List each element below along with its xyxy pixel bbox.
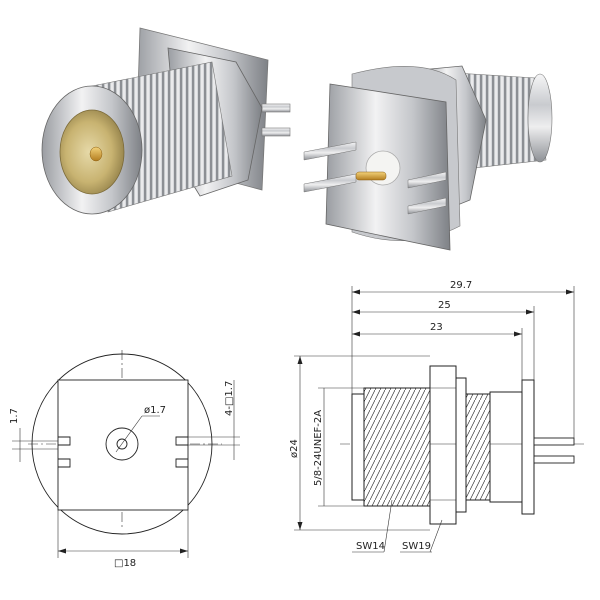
side-view-drawing: 29.7 25 23 ø24 5/8-24UNEF-2A SW14 SW19 bbox=[289, 280, 586, 553]
front-hole-leader bbox=[115, 415, 143, 453]
front-photo-pin-lower bbox=[261, 127, 291, 137]
dim-diameter-arrow-bot bbox=[297, 522, 303, 530]
dim-total-arrow-left bbox=[352, 289, 360, 295]
front-slot-left bbox=[58, 436, 71, 468]
rear-photo-barrel-end bbox=[527, 73, 553, 163]
dim-flange-label: □18 bbox=[114, 558, 136, 569]
front-photo-pin-upper bbox=[261, 103, 291, 113]
side-body bbox=[489, 391, 523, 503]
side-hex-nut bbox=[429, 365, 457, 525]
sw19-label: SW19 bbox=[402, 541, 431, 552]
dim-25-arrow-right bbox=[526, 309, 534, 315]
side-flange-plate bbox=[521, 379, 535, 515]
dim-23-arrow-right bbox=[514, 331, 522, 337]
side-washer bbox=[455, 377, 467, 513]
rear-photo-gold-pin bbox=[355, 171, 387, 181]
sw14-leader bbox=[383, 499, 393, 553]
side-pin-lower bbox=[533, 455, 575, 464]
side-pin-upper bbox=[533, 437, 575, 446]
dim-diameter-arrow-top bbox=[297, 356, 303, 364]
dim-diameter-label: ø24 bbox=[289, 439, 300, 458]
dim-23-arrow-left bbox=[352, 331, 360, 337]
front-contact-hole bbox=[116, 438, 128, 450]
dim-slots-label: 4-□1.7 bbox=[224, 381, 235, 416]
dim-thread-label: 5/8-24UNEF-2A bbox=[313, 410, 324, 486]
side-threaded-barrel bbox=[363, 387, 435, 507]
rear-photo-pin-3 bbox=[407, 171, 447, 189]
rear-photo-pin-2 bbox=[303, 173, 357, 193]
front-square-flange bbox=[57, 379, 189, 511]
front-view-drawing: ø1.7 1.7 4-□1.7 □18 bbox=[9, 350, 240, 569]
dim-hole-label: ø1.7 bbox=[144, 405, 166, 416]
dim-pin-width-label: 1.7 bbox=[9, 408, 20, 424]
dim-total-arrow-right bbox=[566, 289, 574, 295]
side-rear-thread bbox=[465, 393, 491, 501]
dim-25-label: 25 bbox=[438, 300, 451, 311]
front-round-flange bbox=[31, 353, 213, 535]
dim-25-arrow-left bbox=[352, 309, 360, 315]
dim-23-label: 23 bbox=[430, 322, 443, 333]
sw19-leader bbox=[429, 519, 443, 553]
front-photo-center-contact bbox=[89, 146, 103, 162]
dim-total-label: 29.7 bbox=[450, 280, 472, 291]
rear-photo-pin-1 bbox=[303, 141, 357, 161]
front-slot-right bbox=[175, 436, 188, 468]
dim-flange-arrow-right bbox=[180, 548, 188, 554]
rear-photo-pin-4 bbox=[407, 197, 447, 215]
n-connector-rear-photo bbox=[303, 65, 553, 251]
sw14-label: SW14 bbox=[356, 541, 385, 552]
dim-flange-arrow-left bbox=[58, 548, 66, 554]
front-insulator-circle bbox=[105, 427, 139, 461]
n-connector-front-photo bbox=[41, 27, 291, 215]
